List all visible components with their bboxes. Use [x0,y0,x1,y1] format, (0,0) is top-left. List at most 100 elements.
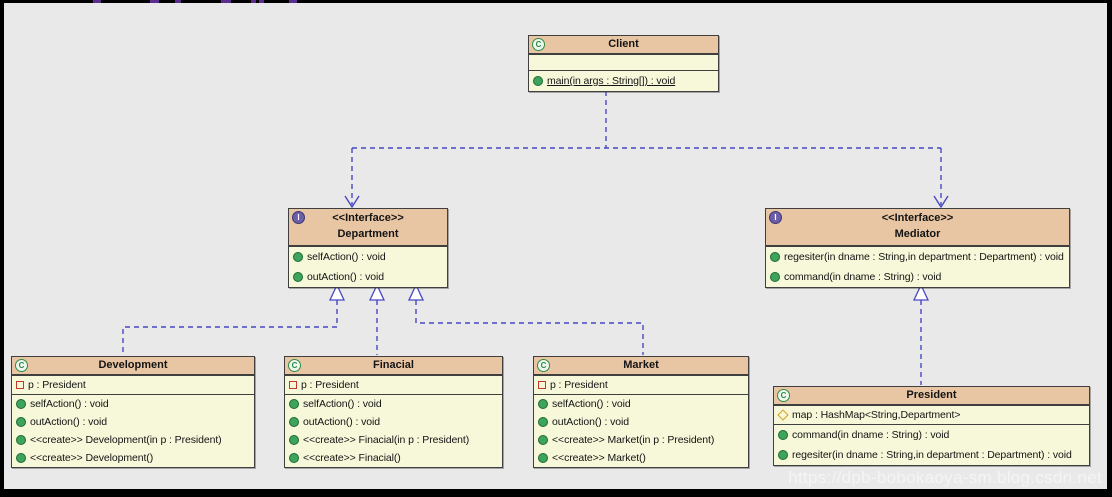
realization-development-department [122,300,338,355]
operations-section: selfAction() : void outAction() : void [289,246,447,287]
class-client: C Client main(in args : String[]) : void [528,35,719,92]
attribute: map : HashMap<String,Department> [774,406,1089,424]
class-header: C Client [529,36,718,54]
stereotype: <<Interface>> [332,212,404,224]
private-field-icon [538,381,546,389]
operation: <<create>> Development(in p : President) [12,431,254,449]
realization-market-department [415,300,644,355]
class-finacial: C Finacial p : President selfAction() : … [284,356,503,468]
dependency-arrowhead [344,195,360,209]
interface-icon: I [292,211,305,224]
operation: main(in args : String[]) : void [529,71,718,91]
watermark-url: https://dpb-bobokaoya-sm.blog.csdn.net [788,468,1102,487]
class-icon: C [537,359,550,372]
operation: regesiter(in dname : String,in departmen… [766,247,1069,267]
class-icon: C [532,38,545,51]
class-president: C President map : HashMap<String,Departm… [773,386,1090,466]
operation: outAction() : void [289,267,447,287]
class-icon: C [288,359,301,372]
attribute: p : President [12,376,254,394]
operations-section: selfAction() : void outAction() : void <… [534,394,748,467]
public-method-icon [289,453,299,463]
class-name: Finacial [373,359,414,371]
class-name: President [906,389,957,401]
operations-section: selfAction() : void outAction() : void <… [285,394,502,467]
attributes-section: p : President [12,375,254,394]
attribute: p : President [285,376,502,394]
interface-header: I <<Interface>> Mediator [766,209,1069,246]
public-method-icon [16,417,26,427]
package-field-icon [777,409,789,421]
cropped-text-remnant [150,0,159,3]
public-method-icon [16,399,26,409]
frame-border-bottom [0,489,1112,497]
cropped-text-remnant [175,0,181,3]
operations-section: selfAction() : void outAction() : void <… [12,394,254,467]
public-method-icon [16,435,26,445]
operation: <<create>> Development() [12,449,254,467]
class-header: C Development [12,357,254,375]
operation: selfAction() : void [12,395,254,413]
cropped-text-remnant [251,0,256,3]
public-method-icon [770,272,780,282]
class-name: Development [98,359,168,371]
private-field-icon [16,381,24,389]
public-method-icon [538,399,548,409]
class-market: C Market p : President selfAction() : vo… [533,356,749,468]
class-name: Client [608,38,639,50]
interface-name: Department [337,228,399,240]
class-header: C President [774,387,1089,405]
operation: outAction() : void [534,413,748,431]
public-method-icon [533,76,543,86]
class-header: C Market [534,357,748,375]
interface-department: I <<Interface>> Department selfAction() … [288,208,448,288]
public-method-icon [289,399,299,409]
operation: <<create>> Finacial(in p : President) [285,431,502,449]
stereotype: <<Interface>> [881,212,954,224]
operation: outAction() : void [285,413,502,431]
operation: <<create>> Market(in p : President) [534,431,748,449]
attributes-section: p : President [534,375,748,394]
public-method-icon [293,252,303,262]
class-name: Market [623,359,659,371]
public-method-icon [770,252,780,262]
attribute: p : President [534,376,748,394]
private-field-icon [289,381,297,389]
class-header: C Finacial [285,357,502,375]
frame-border-right [1107,0,1112,497]
public-method-icon [538,435,548,445]
operation: selfAction() : void [534,395,748,413]
public-method-icon [16,453,26,463]
operation: command(in dname : String) : void [766,267,1069,287]
public-method-icon [778,450,788,460]
cropped-text-remnant [93,0,101,3]
operation: regesiter(in dname : String,in departmen… [774,445,1089,465]
attributes-section: p : President [285,375,502,394]
cropped-text-remnant [221,0,231,3]
operation: outAction() : void [12,413,254,431]
operation: command(in dname : String) : void [774,425,1089,445]
operations-section: main(in args : String[]) : void [529,70,718,91]
public-method-icon [293,272,303,282]
cropped-text-remnant [289,0,297,3]
interface-mediator: I <<Interface>> Mediator regesiter(in dn… [765,208,1070,288]
interface-icon: I [769,211,782,224]
cropped-text-remnant [259,0,264,3]
frame-border-left [0,0,4,497]
public-method-icon [538,453,548,463]
public-method-icon [538,417,548,427]
public-method-icon [778,430,788,440]
operations-section: command(in dname : String) : void regesi… [774,424,1089,465]
operation: selfAction() : void [289,247,447,267]
attributes-section: map : HashMap<String,Department> [774,405,1089,424]
interface-header: I <<Interface>> Department [289,209,447,246]
operation: <<create>> Market() [534,449,748,467]
operation: selfAction() : void [285,395,502,413]
class-icon: C [777,389,790,402]
attributes-section-empty [529,54,718,70]
dependency-arrowhead [933,195,949,209]
public-method-icon [289,435,299,445]
operations-section: regesiter(in dname : String,in departmen… [766,246,1069,287]
interface-name: Mediator [894,228,941,240]
